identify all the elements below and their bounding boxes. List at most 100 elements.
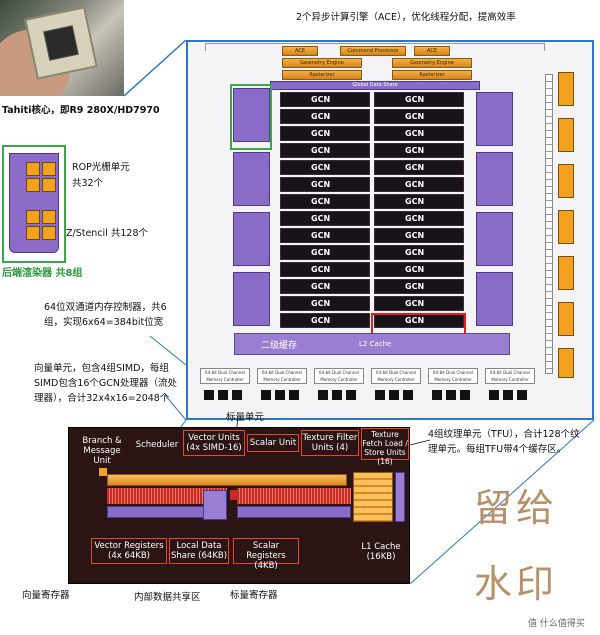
rop-cell (26, 162, 40, 176)
side-unit (558, 302, 574, 336)
site-mark: 值 什么值得买 (528, 619, 585, 629)
vector-units-box: Vector Units (4x SIMD-16) (183, 430, 245, 456)
memory-chip (275, 390, 285, 400)
gcn-block: GCN (374, 228, 464, 243)
gcn-text: GCN (405, 180, 425, 189)
scalar-note: 标量单元 (226, 412, 265, 423)
rop-cell (26, 178, 40, 192)
gcn-text: GCN (405, 231, 425, 240)
memory-chip (489, 390, 499, 400)
rop-cell (42, 162, 56, 176)
zstencil-cell (26, 226, 40, 240)
rop-highlight (230, 84, 272, 150)
gcn-block: GCN (280, 92, 370, 107)
gcn-text: GCN (311, 248, 331, 257)
l2-en: L2 Cache (359, 340, 392, 348)
vector-register-bar (237, 506, 351, 518)
rop-block (476, 92, 513, 146)
memory-chip (232, 390, 242, 400)
memory-chip (503, 390, 513, 400)
rop-block (476, 152, 513, 206)
memory-chip (460, 390, 470, 400)
gcn-text: GCN (311, 163, 331, 172)
gcn-text: GCN (311, 112, 331, 121)
memory-chip (318, 390, 328, 400)
side-unit (558, 256, 574, 290)
memory-chip (204, 390, 214, 400)
memory-chip (346, 390, 356, 400)
scheduler-bar (107, 474, 347, 486)
gcn-text: GCN (405, 163, 425, 172)
gcn-block: GCN (374, 143, 464, 158)
gcn-text: GCN (311, 95, 331, 104)
rop-zoom-block (9, 153, 59, 253)
vector-units-label: Vector Units (4x SIMD-16) (186, 433, 242, 453)
side-unit (558, 72, 574, 106)
gcn-block: GCN (280, 245, 370, 260)
gcn-block: GCN (280, 279, 370, 294)
gcn-block: GCN (374, 177, 464, 192)
gcn-text: GCN (311, 197, 331, 206)
texture-filter-label: Texture Filter Units (4) (302, 433, 358, 453)
rop-block (476, 272, 513, 326)
memory-chip (517, 390, 527, 400)
memory-controller: 64-bit Dual Channel Memory Controller (428, 368, 478, 384)
gcn-block: GCN (280, 296, 370, 311)
l2-cache-block: 二级缓存 L2 Cache (234, 333, 510, 355)
side-unit (558, 164, 574, 198)
raster-left-block: Rasterizer (282, 70, 362, 80)
scalar-registers-box: Scalar Registers (4KB) (233, 538, 299, 571)
gcn-block: GCN (280, 143, 370, 158)
geometry-left-block: Geometry Engine (282, 58, 362, 68)
gcn-block: GCN (280, 211, 370, 226)
memory-chip (432, 390, 442, 400)
branch-unit-block (99, 468, 107, 476)
gcn-text: GCN (405, 299, 425, 308)
memory-controller: 64-bit Dual Channel Memory Controller (371, 368, 421, 384)
memory-chip (389, 390, 399, 400)
memory-chip (289, 390, 299, 400)
raster-right-block: Rasterizer (392, 70, 472, 80)
scalar-reg-cn: 标量寄存器 (230, 590, 278, 601)
lds-box: Local Data Share (64KB) (169, 538, 229, 564)
memory-controller: 64-bit Dual Channel Memory Controller (485, 368, 535, 384)
gcn-text: GCN (405, 316, 425, 325)
rop-block (233, 152, 270, 206)
memory-chip (403, 390, 413, 400)
gcn-block: GCN (280, 262, 370, 277)
gcn-text: GCN (311, 129, 331, 138)
photo-caption: Tahiti核心，即R9 280X/HD7970 (2, 105, 160, 116)
lds-block (203, 490, 227, 520)
memory-chip (261, 390, 271, 400)
gcn-block: GCN (280, 194, 370, 209)
memory-controller: 64-bit Dual Channel Memory Controller (314, 368, 364, 384)
branch-unit-label: Branch & Message Unit (82, 436, 122, 466)
gcn-text: GCN (311, 231, 331, 240)
chip-photo (0, 0, 124, 96)
rop-zoom-frame (2, 145, 66, 263)
gcn-block: GCN (280, 126, 370, 141)
chip-package (24, 6, 98, 80)
vector-alu-stripes (107, 488, 227, 504)
gcn-text: GCN (405, 197, 425, 206)
gcn-text: GCN (311, 265, 331, 274)
l2-cn: 二级缓存 (261, 341, 298, 351)
lds-label: Local Data Share (64KB) (170, 541, 228, 561)
gcn-text: GCN (405, 214, 425, 223)
tfu-pointer (409, 439, 431, 446)
rop-block (233, 88, 270, 142)
watermark-top: 留给 (474, 486, 559, 530)
gcn-column-left: GCN GCN GCN GCN GCN GCN GCN GCN GCN GCN … (280, 92, 376, 332)
l1-label: L1 Cache (16KB) (361, 542, 401, 562)
gcn-column-right: GCN GCN GCN GCN GCN GCN GCN GCN GCN GCN … (374, 92, 470, 332)
ace-right-block: ACE (414, 46, 450, 56)
vector-note: 向量单元，包含4组SIMD，每组SIMD包含16个GCN处理器（流处理器），合计… (34, 363, 178, 404)
chip-die (43, 25, 79, 61)
memory-controller: 64-bit Dual Channel Memory Controller (200, 368, 250, 384)
texture-fetch-label: Texture Fetch Load / Store Units (16) (362, 430, 408, 466)
backend-label: 后端渲染器 共8组 (2, 268, 83, 279)
gcn-block: GCN (374, 126, 464, 141)
gcn-block: GCN (374, 211, 464, 226)
memory-chip (375, 390, 385, 400)
gcn-block: GCN (374, 279, 464, 294)
